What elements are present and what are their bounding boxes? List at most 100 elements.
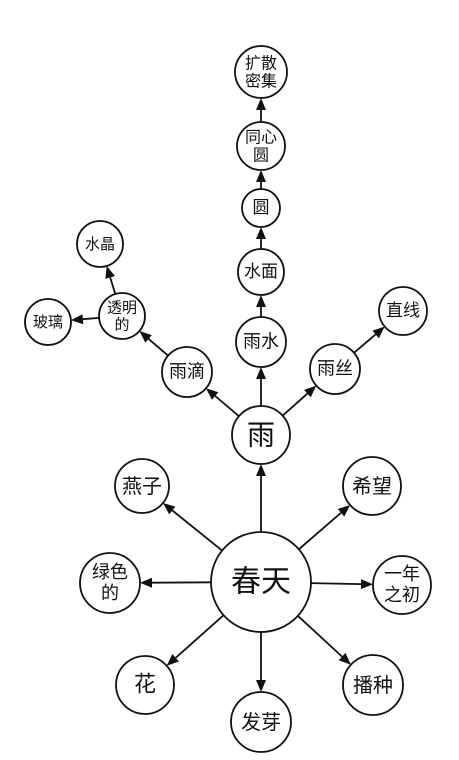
node-label: 直线	[386, 301, 420, 321]
node-circle	[342, 654, 404, 716]
node-circle	[372, 555, 432, 615]
arrowhead-icon	[338, 652, 351, 665]
node-label: 的	[101, 583, 119, 604]
edge-chuntian-to-yanzi	[163, 503, 223, 552]
edge-chuntian-to-xiwang	[298, 505, 351, 550]
node-label: 圆	[253, 146, 269, 165]
node-label: 绿色	[92, 562, 128, 583]
edge-line	[353, 333, 377, 354]
node-label: 同心	[245, 127, 277, 146]
node-circle	[79, 552, 141, 614]
edge-chuntian-to-hua	[166, 614, 225, 666]
node-label: 水晶	[85, 235, 115, 253]
edge-line	[298, 512, 342, 550]
edge-yuan-to-tongxinyuan	[256, 170, 266, 189]
edge-line	[310, 582, 362, 585]
node-circle	[235, 316, 287, 368]
arrowhead-icon	[337, 505, 351, 517]
node-xiwang: 希望	[342, 456, 402, 516]
edge-toumingde-to-boli	[70, 314, 100, 325]
node-circle	[24, 298, 72, 346]
edge-line	[214, 395, 240, 417]
edge-yudi-to-toumingde	[139, 331, 169, 357]
arrowhead-icon	[256, 295, 266, 307]
node-circle	[378, 286, 428, 336]
node-label: 透明	[107, 298, 137, 316]
edge-yu-to-yushui	[256, 367, 266, 406]
node-circle	[114, 458, 170, 514]
node-tongxinyuan: 同心圆	[236, 121, 286, 171]
node-yushui: 雨水	[235, 316, 287, 368]
edge-yusi-to-zhixian	[353, 326, 385, 354]
edges-layer	[70, 98, 385, 692]
edge-chuntian-to-lvsede	[140, 577, 212, 588]
edge-chuntian-to-faya	[256, 632, 266, 692]
edge-line	[109, 277, 117, 295]
node-chuntian: 春天	[210, 531, 312, 633]
arrowhead-icon	[256, 680, 266, 692]
node-label: 播种	[353, 673, 393, 697]
arrowhead-icon	[206, 388, 219, 400]
edge-line	[171, 509, 223, 552]
node-circle	[231, 405, 291, 465]
node-label: 发芽	[241, 710, 281, 734]
node-circle	[210, 531, 312, 633]
arrowhead-icon	[166, 654, 179, 666]
node-yuan: 圆	[241, 188, 281, 228]
node-yudi: 雨滴	[161, 346, 213, 398]
node-circle	[230, 691, 292, 753]
node-boli: 玻璃	[24, 298, 72, 346]
arrowhead-icon	[256, 227, 266, 239]
node-circle	[241, 188, 281, 228]
arrowhead-icon	[256, 367, 266, 379]
arrowhead-icon	[256, 170, 266, 182]
node-label: 一年	[384, 564, 420, 585]
node-label: 圆	[253, 198, 270, 218]
edge-chuntian-to-yinian	[310, 579, 373, 590]
nodes-layer: 春天雨燕子希望绿色的一年之初花播种发芽雨滴雨水雨丝直线透明的玻璃水晶水面圆同心圆…	[24, 45, 432, 753]
node-circle	[237, 248, 285, 296]
node-circle	[234, 45, 288, 99]
node-yusi: 雨丝	[309, 343, 361, 395]
node-label: 雨水	[243, 332, 279, 353]
node-label: 春天	[231, 565, 291, 600]
node-label: 花	[134, 673, 156, 698]
node-label: 雨丝	[317, 359, 353, 380]
node-hua: 花	[115, 655, 175, 715]
node-toumingde: 透明的	[98, 292, 146, 340]
node-shuimian: 水面	[237, 248, 285, 296]
edge-line	[282, 392, 308, 417]
node-label: 水面	[244, 262, 278, 282]
arrowhead-icon	[105, 266, 115, 279]
node-circle	[98, 292, 146, 340]
arrowhead-icon	[360, 579, 373, 590]
node-circle	[236, 121, 286, 171]
arrowhead-icon	[139, 331, 152, 343]
node-yanzi: 燕子	[114, 458, 170, 514]
node-label: 密集	[245, 72, 277, 91]
edge-yu-to-yusi	[282, 385, 317, 417]
node-faya: 发芽	[230, 691, 292, 753]
arrowhead-icon	[256, 98, 266, 110]
edge-tongxinyuan-to-kuosan	[256, 98, 266, 122]
node-circle	[115, 655, 175, 715]
node-label: 扩散	[245, 53, 277, 72]
node-label: 希望	[352, 474, 392, 498]
arrowhead-icon	[70, 314, 84, 325]
edge-line	[175, 614, 225, 659]
node-zhixian: 直线	[378, 286, 428, 336]
edge-line	[297, 615, 343, 658]
node-label: 的	[114, 316, 129, 334]
edge-line	[147, 338, 169, 357]
node-label: 雨	[247, 419, 275, 452]
edge-shuimian-to-yuan	[256, 227, 266, 249]
node-circle	[76, 220, 124, 268]
node-label: 玻璃	[33, 313, 63, 331]
arrowhead-icon	[140, 577, 152, 588]
arrowhead-icon	[256, 464, 266, 476]
edge-chuntian-to-yu	[256, 464, 266, 532]
